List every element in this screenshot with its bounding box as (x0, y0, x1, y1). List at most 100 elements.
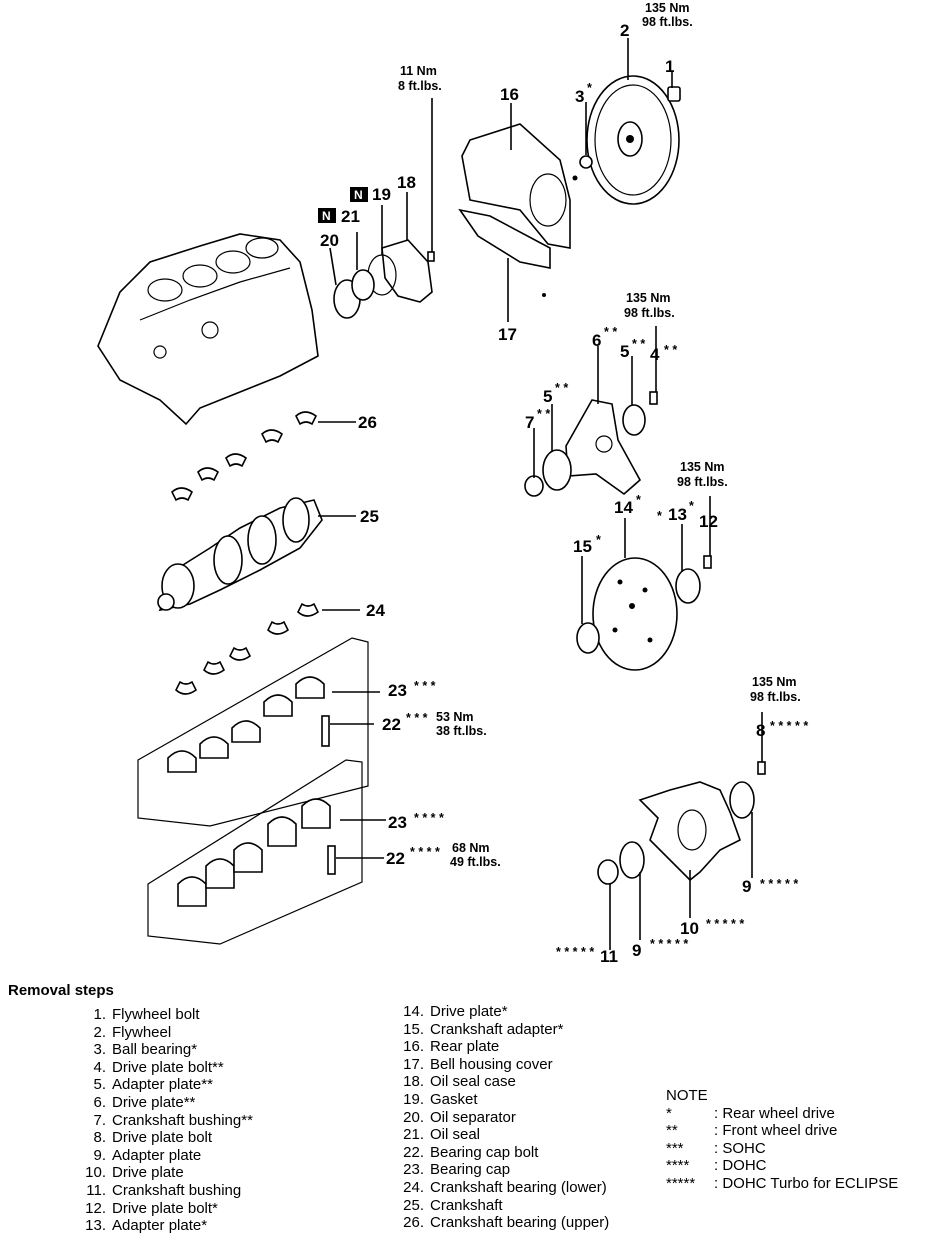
mark-22a: * * * (406, 711, 428, 725)
removal-step-label: Drive plate bolt** (112, 1058, 224, 1076)
removal-step: 8.Drive plate bolt (70, 1129, 253, 1147)
removal-step-label: Drive plate (112, 1164, 184, 1182)
note-row: *: Rear wheel drive (666, 1105, 898, 1123)
removal-step: 10. Drive plate (70, 1164, 253, 1182)
torque-specs: 135 Nm 98 ft.lbs. 11 Nm 8 ft.lbs. 135 Nm… (398, 1, 801, 869)
removal-step-label: Flywheel bolt (112, 1006, 200, 1023)
removal-step-number: 10. (85, 1164, 106, 1182)
callout-14: 14 (614, 498, 633, 517)
drive-plate-rwd (592, 557, 678, 671)
badge-19: N (350, 187, 368, 202)
note-legend: NOTE *: Rear wheel drive**: Front wheel … (666, 1087, 898, 1193)
torque-rwd-nm: 135 Nm (680, 460, 724, 474)
callout-5b: 5 (543, 387, 552, 406)
mark-3: * (587, 81, 592, 95)
callout-26: 26 (358, 413, 377, 432)
removal-step-label: Flywheel (112, 1023, 172, 1041)
removal-step: 15. Crankshaft adapter* (388, 1021, 609, 1039)
removal-step-number: 24. (403, 1178, 424, 1196)
torque-case-ft: 8 ft.lbs. (398, 79, 442, 93)
callout-10: 10 (680, 919, 699, 938)
callout-18: 18 (397, 173, 416, 192)
removal-step-number: 11. (86, 1181, 106, 1199)
note-symbol: * (666, 1104, 672, 1122)
torque-sohc-nm: 53 Nm (436, 710, 474, 724)
removal-step-number: 6. (93, 1093, 106, 1111)
callout-9a: 9 (742, 877, 751, 896)
crankshaft-bushing-eclipse (597, 859, 619, 885)
crankshaft-bearing-upper (171, 411, 318, 502)
flywheel (586, 75, 680, 205)
crankshaft (157, 497, 323, 612)
mark-4: * * (664, 343, 677, 357)
svg-text:N: N (354, 188, 363, 202)
removal-step-number: 9. (93, 1146, 106, 1164)
note-row: **: Front wheel drive (666, 1122, 898, 1140)
callout-23b: 23 (388, 813, 407, 832)
callout-7: 7 (525, 413, 534, 432)
crankshaft-adapter (576, 622, 600, 654)
removal-step: 17.Bell housing cover (388, 1056, 609, 1074)
mark-5a: * * (632, 337, 645, 351)
removal-step-label: Bell housing cover (430, 1055, 553, 1073)
removal-step-label: Oil seal case (430, 1073, 516, 1091)
removal-step-label: Oil seal (430, 1126, 481, 1144)
removal-step-label: Crankshaft bushing** (112, 1111, 253, 1129)
torque-fwd-ft: 98 ft.lbs. (624, 306, 675, 320)
removal-step-number: 15. (403, 1020, 424, 1038)
callout-15: 15 (573, 537, 592, 556)
removal-step: 5.Adapter plate** (70, 1076, 253, 1094)
removal-step-label: Adapter plate (112, 1146, 202, 1164)
bearing-cap-bolt-dohc (327, 845, 336, 875)
removal-step-number: 16. (403, 1038, 424, 1056)
callout-20: 20 (320, 231, 339, 250)
oil-seal (351, 269, 375, 301)
removal-step-label: Ball bearing* (112, 1041, 198, 1059)
removal-step: 23.Bearing cap (388, 1161, 609, 1179)
adapter-plate-fwd (542, 404, 646, 491)
removal-step-number: 5. (93, 1076, 106, 1094)
torque-flywheel-ft: 98 ft.lbs. (642, 15, 693, 29)
removal-step: 6. Drive plate** (70, 1094, 253, 1112)
mark-13b: * (689, 499, 694, 513)
torque-rwd-ft: 98 ft.lbs. (677, 475, 728, 489)
removal-step-number: 1. (93, 1006, 106, 1023)
removal-step-label: Drive plate** (112, 1093, 196, 1111)
removal-step-label: Crankshaft adapter* (430, 1020, 564, 1038)
note-symbol: ** (666, 1122, 678, 1140)
torque-fwd-nm: 135 Nm (626, 291, 670, 305)
callout-6: 6 (592, 331, 601, 350)
callout-22b: 22 (386, 849, 405, 868)
torque-eclipse-nm: 135 Nm (752, 675, 796, 689)
removal-steps-heading: Removal steps (8, 982, 114, 999)
bearing-cap-dohc (147, 759, 363, 945)
removal-step-number: 19. (403, 1090, 424, 1108)
callout-12: 12 (699, 512, 718, 531)
removal-step-number: 12. (85, 1199, 106, 1217)
removal-step-label: Oil separator (430, 1108, 516, 1126)
removal-step-number: 14. (403, 1003, 424, 1020)
removal-step-label: Bearing cap bolt (430, 1143, 539, 1161)
mark-22b: * * * * (410, 845, 440, 859)
callout-8: 8 (756, 721, 765, 740)
removal-step: 21.Oil seal (388, 1126, 609, 1144)
removal-step-number: 8. (93, 1129, 106, 1147)
removal-step-label: Crankshaft (430, 1196, 503, 1214)
removal-step: 7.Crankshaft bushing** (70, 1111, 253, 1130)
callout-9b: 9 (632, 941, 641, 960)
exploded-diagram: 1 2 3 16 17 18 19 21 20 26 25 24 23 22 2… (97, 1, 808, 966)
drive-plate-eclipse (638, 781, 741, 882)
removal-steps-column-2: 14.Drive plate*15.Crankshaft adapter*16.… (388, 1003, 609, 1232)
callout-5a: 5 (620, 342, 629, 361)
crankshaft-bushing-fwd (524, 475, 544, 497)
callout-11: 11 (600, 947, 618, 966)
note-row: ****: DOHC (666, 1157, 898, 1175)
callout-numbers: 1 2 3 16 17 18 19 21 20 26 25 24 23 22 2… (320, 21, 765, 966)
crankshaft-bearing-lower (175, 602, 320, 695)
removal-step-number: 2. (93, 1023, 106, 1041)
mark-9b: * * * * * (650, 937, 688, 951)
removal-step-number: 20. (403, 1108, 424, 1126)
callout-23a: 23 (388, 681, 407, 700)
mark-7: * * (537, 407, 550, 421)
